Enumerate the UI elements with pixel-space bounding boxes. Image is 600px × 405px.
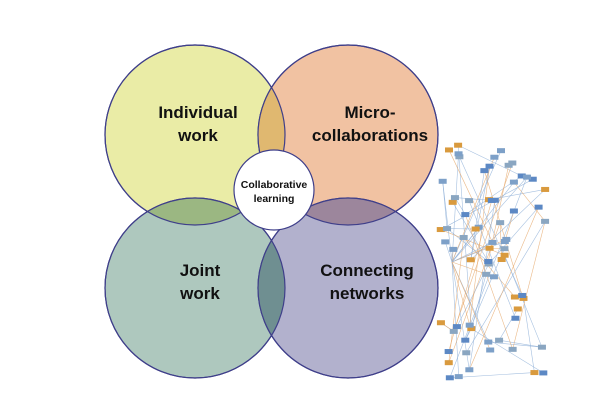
network-node	[500, 246, 508, 251]
network-node	[467, 257, 475, 262]
network-node	[460, 235, 468, 240]
network-node	[450, 329, 458, 334]
network-node	[541, 187, 549, 192]
network-node	[441, 239, 449, 244]
network-node	[449, 200, 457, 205]
network-node	[466, 323, 474, 328]
network-node	[490, 155, 498, 160]
network-node	[511, 316, 519, 321]
network-node	[453, 324, 461, 329]
network-node	[530, 370, 538, 375]
network-node	[461, 212, 469, 217]
network-node	[518, 293, 526, 298]
network-node	[454, 143, 462, 148]
network-edge	[505, 255, 542, 347]
label-collaborative-learning-line2: learning	[254, 193, 295, 205]
network-node	[497, 148, 505, 153]
network-edge	[471, 329, 543, 373]
network-node	[489, 240, 497, 245]
network-edge	[443, 181, 447, 228]
network-node	[451, 195, 459, 200]
network-graph-image	[437, 143, 549, 381]
network-node	[498, 257, 506, 262]
network-node	[486, 164, 494, 169]
network-node	[484, 259, 492, 264]
network-node	[455, 374, 463, 379]
label-joint-work-line1: Joint	[180, 261, 221, 280]
network-node	[484, 340, 492, 345]
network-node	[449, 247, 457, 252]
network-node	[486, 347, 494, 352]
network-edge	[499, 309, 518, 340]
network-node	[541, 219, 549, 224]
network-node	[480, 168, 488, 173]
network-node	[445, 147, 453, 152]
network-node	[482, 272, 490, 277]
network-node	[488, 198, 496, 203]
network-edge	[452, 154, 459, 262]
network-node	[439, 179, 447, 184]
network-node	[445, 360, 453, 365]
network-node	[514, 306, 522, 311]
network-edge	[514, 182, 545, 221]
network-node	[535, 205, 543, 210]
network-node	[511, 295, 519, 300]
network-node	[509, 347, 517, 352]
label-joint-work-line2: work	[179, 284, 220, 303]
label-individual-work-line2: work	[177, 126, 218, 145]
network-node	[461, 338, 469, 343]
network-node	[538, 345, 546, 350]
network-node	[437, 320, 445, 325]
network-node	[443, 226, 451, 231]
network-node	[539, 370, 547, 375]
network-node	[465, 367, 473, 372]
label-individual-work-line1: Individual	[158, 103, 237, 122]
network-node	[465, 198, 473, 203]
label-collaborative-learning-line1: Collaborative	[241, 179, 308, 191]
network-node	[472, 227, 480, 232]
network-node	[510, 180, 518, 185]
network-node	[505, 163, 513, 168]
network-node	[462, 350, 470, 355]
network-node	[495, 338, 503, 343]
network-node	[455, 151, 463, 156]
label-micro-collaborations-line2: collaborations	[312, 126, 428, 145]
network-node	[523, 175, 531, 180]
network-node	[496, 220, 504, 225]
network-node	[510, 208, 518, 213]
label-connecting-networks-line1: Connecting	[320, 261, 414, 280]
network-node	[445, 349, 453, 354]
network-node	[490, 274, 498, 279]
network-node	[501, 253, 509, 258]
label-micro-collaborations-line1: Micro-	[345, 103, 396, 122]
label-connecting-networks-line2: networks	[330, 284, 405, 303]
network-node	[446, 375, 454, 380]
network-node	[502, 237, 510, 242]
network-node	[486, 246, 494, 251]
